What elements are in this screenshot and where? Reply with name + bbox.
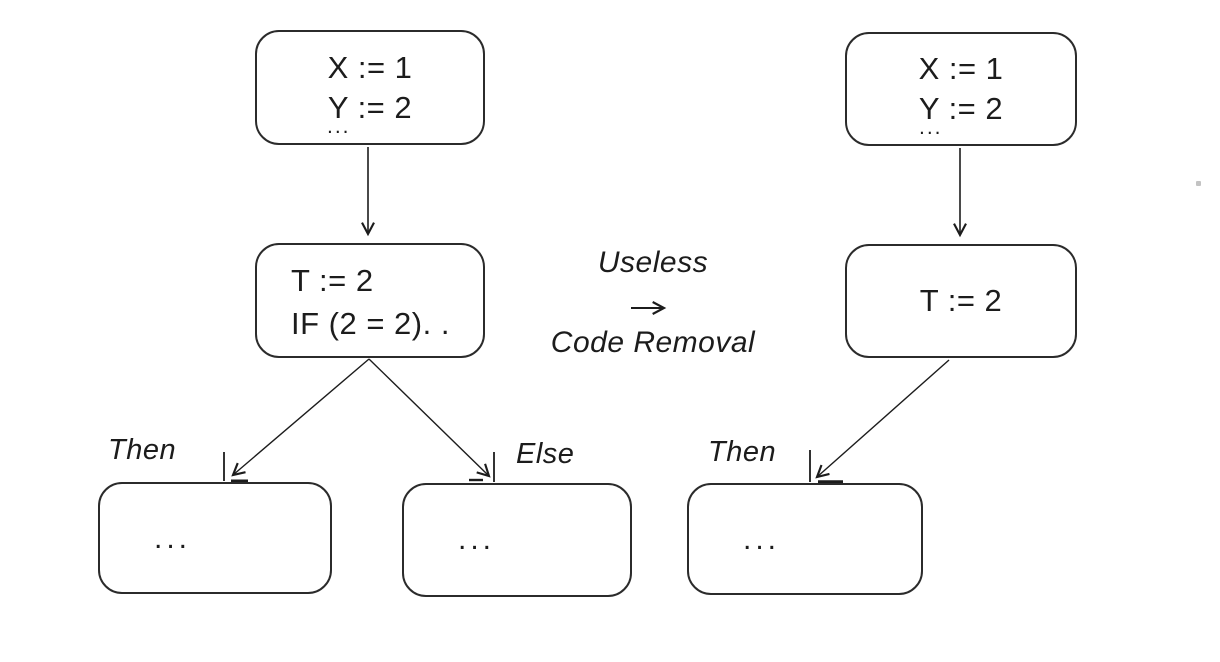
before-cond-box: T := 2 IF (2 = 2). . (255, 243, 485, 358)
arrow-after-assign-to-then (815, 359, 950, 479)
continuation-dots: ... (919, 116, 943, 139)
ellipsis-content: ... (743, 523, 781, 556)
scan-speck-artifact (1196, 181, 1201, 186)
transform-caption-bottom: Code Removal (550, 326, 756, 359)
after-init-box: X := 1 Y := 2 ... (845, 32, 1077, 146)
assignment-line: X := 1 (918, 51, 1004, 86)
before-else-label: Else (516, 438, 575, 470)
condition-line: IF (2 = 2). . (291, 306, 450, 341)
ellipsis-content: ... (458, 523, 496, 556)
before-then-label: Then (108, 434, 177, 466)
arrow-before-cond-to-then (231, 358, 370, 477)
assignment-line: Y := 2 (327, 89, 413, 125)
before-cond-box-text: T := 2 IF (2 = 2). . (257, 245, 483, 356)
assignment-line: T := 2 (291, 263, 374, 298)
assignment-line: X := 1 (327, 49, 413, 85)
after-assign-box-text: T := 2 (847, 246, 1075, 356)
after-then-box: ... (687, 483, 923, 595)
transform-caption-top: Useless (597, 246, 709, 279)
before-init-box: X := 1 Y := 2 ... (255, 30, 485, 145)
assignment-line: Y := 2 (918, 91, 1004, 126)
assignment-line: T := 2 (919, 283, 1003, 318)
ellipsis-content: ... (154, 522, 192, 555)
before-init-box-text: X := 1 Y := 2 (257, 32, 483, 143)
arrow-before-cond-to-else (368, 358, 491, 478)
after-then-label: Then (708, 436, 777, 468)
continuation-dots: ... (327, 115, 351, 138)
after-init-box-text: X := 1 Y := 2 (847, 34, 1075, 144)
before-else-box: ... (402, 483, 632, 597)
after-assign-box: T := 2 (845, 244, 1077, 358)
before-then-box: ... (98, 482, 332, 594)
